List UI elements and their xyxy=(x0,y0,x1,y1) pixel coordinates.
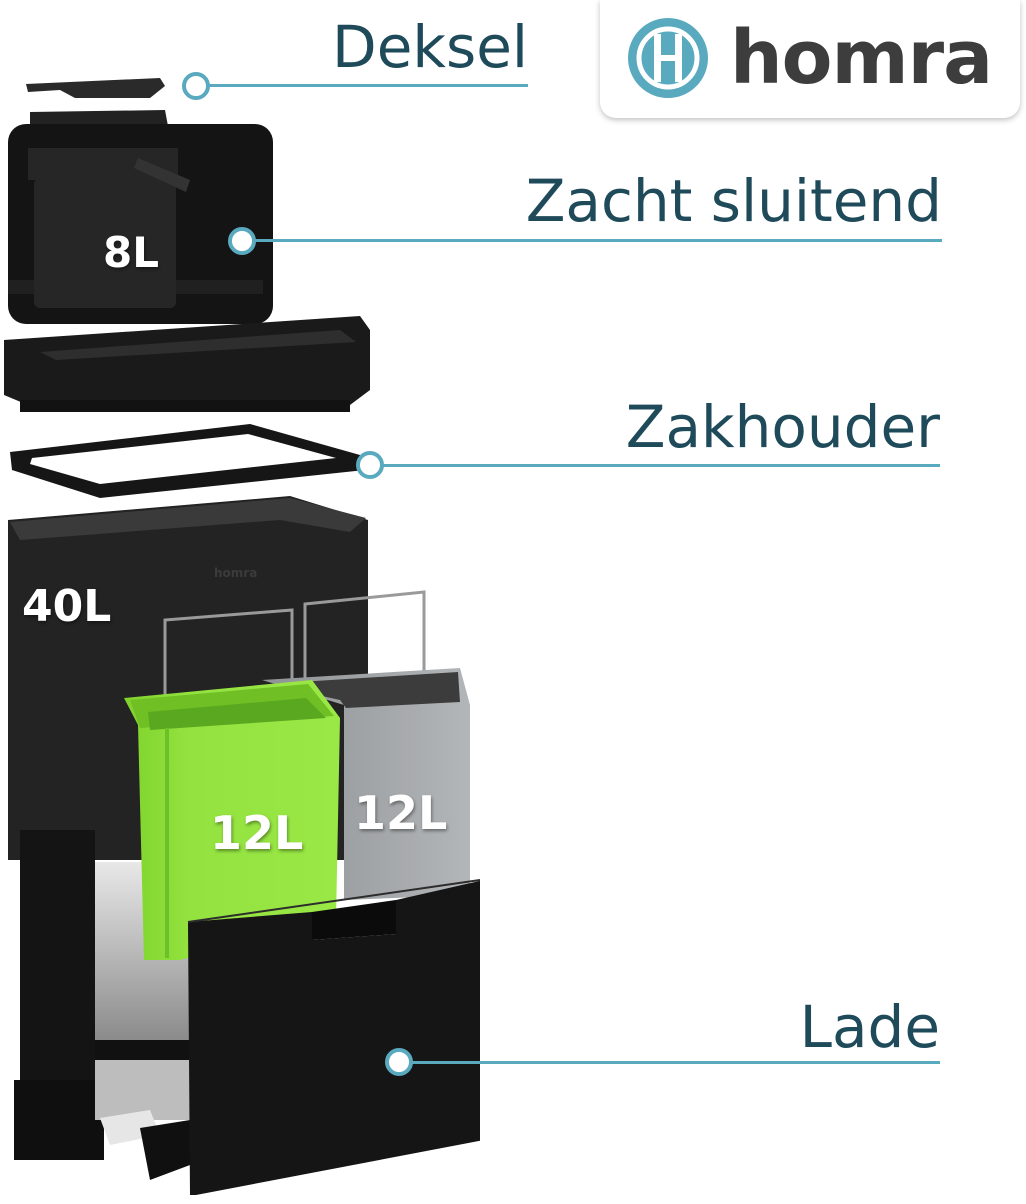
brand-logo: homra xyxy=(600,0,1020,118)
callout-deksel-dot-icon xyxy=(182,72,210,100)
callout-zacht-sluitend-dot-icon xyxy=(228,227,256,255)
capacity-grey-12l-label: 12L xyxy=(354,786,448,840)
callout-zakhouder-label: Zakhouder xyxy=(625,393,940,461)
callout-lade-line xyxy=(400,1061,940,1064)
soft-close-lid-part xyxy=(8,124,273,324)
grey-inner-bin xyxy=(262,668,470,900)
green-inner-bin xyxy=(124,680,340,960)
callout-lade-dot-icon xyxy=(385,1048,413,1076)
callout-zacht-sluitend-line xyxy=(244,239,942,242)
callout-lade-label: Lade xyxy=(799,993,940,1061)
capacity-green-12l-label: 12L xyxy=(210,806,304,860)
capacity-40l-label: 40L xyxy=(22,581,112,632)
product-illustration: 8L 40L 12L 12L homra xyxy=(0,0,484,1200)
homra-h-circle-icon xyxy=(628,18,708,98)
trash-bin-exploded-view xyxy=(4,78,484,1195)
embossed-bin-logo: homra xyxy=(214,566,258,580)
callout-zakhouder-line xyxy=(372,464,940,467)
callout-deksel-label: Deksel xyxy=(332,13,528,81)
brand-name: homra xyxy=(730,15,993,101)
deksel-lid-part xyxy=(26,78,168,128)
lade-drawer-part xyxy=(187,879,484,1195)
capacity-8l-label: 8L xyxy=(103,228,159,277)
callout-zakhouder-dot-icon xyxy=(356,451,384,479)
zakhouder-ring-part xyxy=(10,424,365,498)
callout-zacht-sluitend-label: Zacht sluitend xyxy=(525,167,942,235)
lid-base-part xyxy=(4,316,370,412)
callout-deksel-line xyxy=(196,84,528,87)
